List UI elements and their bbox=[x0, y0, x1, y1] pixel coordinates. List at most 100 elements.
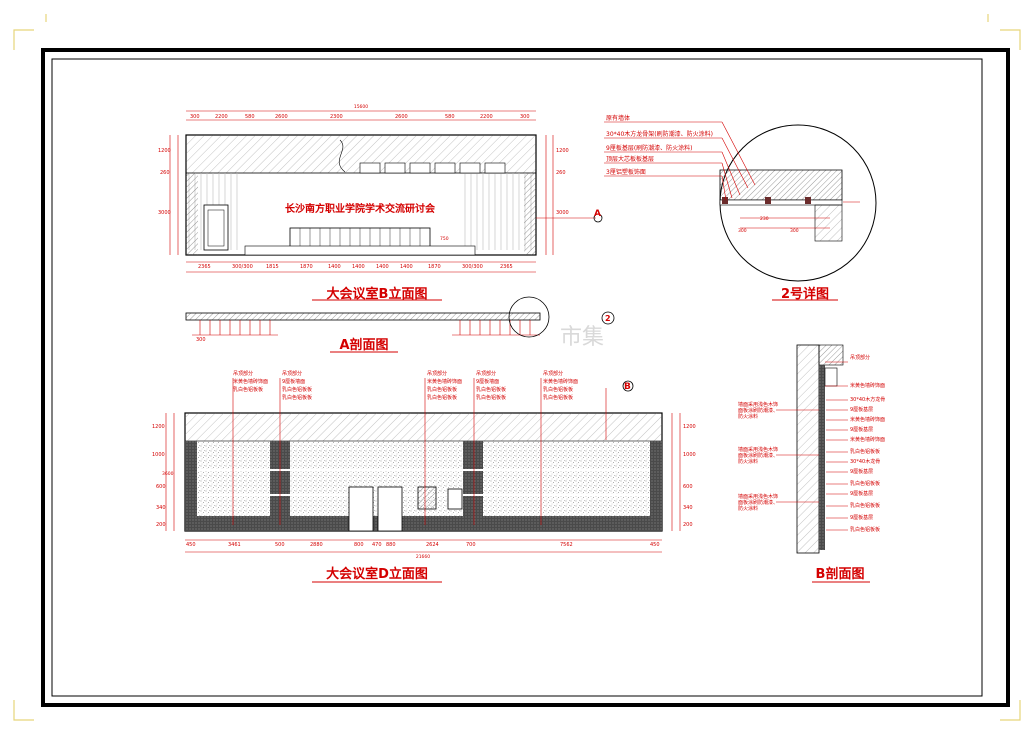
elev-b-dim-left-1: 1200 bbox=[158, 148, 171, 154]
elevation-d-callout-2-c: 乳白色铝板板 bbox=[282, 386, 312, 393]
elevation-d-callout-4-a: 吊顶部分 bbox=[476, 370, 496, 377]
elevation-d-callout-2-d: 乳白色铝板板 bbox=[282, 394, 312, 401]
elevation-d-callout-4-b: 9厘板墙面 bbox=[476, 378, 499, 385]
elevation-d-callout-4-d: 乳白色铝板板 bbox=[476, 394, 506, 401]
section-b-title: B剖面图 bbox=[816, 566, 865, 582]
section-b-note-10: 9厘板基层 bbox=[850, 469, 874, 475]
section-b-note-3: 30*40木方龙骨 bbox=[850, 397, 886, 403]
section-b bbox=[776, 344, 870, 583]
elev-b-dim-bottom-6: 1400 bbox=[352, 264, 365, 270]
elev-d-dim-4: 2880 bbox=[310, 542, 323, 548]
elevation-d-callout-1-b: 米黄色墙砖饰面 bbox=[233, 378, 268, 385]
elevation-d-callout-2-b: 9厘板墙面 bbox=[282, 378, 305, 385]
section-b-note-1: 吊顶部分 bbox=[850, 355, 871, 361]
elevation-d bbox=[165, 378, 681, 583]
elevation-d-callout-5-a: 吊顶部分 bbox=[543, 370, 563, 377]
elevation-d-callout-5-c: 乳白色铝板板 bbox=[543, 386, 573, 393]
elev-d-dim-3: 500 bbox=[275, 542, 285, 548]
elev-b-dim-bottom-11: 2365 bbox=[500, 264, 513, 270]
elev-b-dim-top-8: 2200 bbox=[480, 114, 493, 120]
section-a bbox=[185, 296, 615, 353]
elev-d-dim-9: 700 bbox=[466, 542, 476, 548]
elev-b-dim-top-2: 2200 bbox=[215, 114, 228, 120]
elev-b-dim-bottom-5: 1400 bbox=[328, 264, 341, 270]
outer-frame bbox=[41, 48, 1010, 707]
elev-d-dim-left-2: 1000 bbox=[152, 452, 165, 458]
elev-d-dim-10: 7562 bbox=[560, 542, 573, 548]
section-b-note-11: 乳白色铝板板 bbox=[850, 481, 881, 487]
section-b-left-note-2: 墙面采用浅色木饰面板涂刷防潮漆、防火涂料 bbox=[738, 447, 779, 465]
elev-b-dim-left-2: 260 bbox=[160, 170, 170, 176]
elev-d-dim-5: 800 bbox=[354, 542, 364, 548]
elev-b-dim-right-1: 1200 bbox=[556, 148, 569, 154]
elevation-b-title: 大会议室B立面图 bbox=[327, 286, 428, 302]
section-a-marker: 2 bbox=[605, 314, 611, 323]
elev-b-dim-top-6: 2600 bbox=[395, 114, 408, 120]
section-b-note-14: 9厘板基层 bbox=[850, 515, 874, 521]
elev-b-dim-bottom-1: 2365 bbox=[198, 264, 211, 270]
detail-2-dim-1: 300 bbox=[738, 228, 747, 234]
elev-b-dim-bottom-9: 1870 bbox=[428, 264, 441, 270]
elevation-d-height: 3600 bbox=[162, 471, 174, 477]
elev-b-dim-bottom-10: 300/300 bbox=[462, 264, 483, 270]
elevation-d-callout-2-a: 吊顶部分 bbox=[282, 370, 302, 377]
detail-2-title: 2号详图 bbox=[781, 286, 829, 302]
section-a-title: A剖面图 bbox=[339, 337, 388, 353]
section-b-note-2: 米黄色墙砖饰面 bbox=[850, 383, 886, 389]
elev-b-dim-bottom-3: 1815 bbox=[266, 264, 279, 270]
elevation-d-callout-3-b: 米黄色墙砖饰面 bbox=[427, 378, 462, 385]
elevation-b-top-dim: 15600 bbox=[354, 104, 368, 110]
elev-b-dim-top-1: 300 bbox=[190, 114, 200, 120]
elev-d-dim-right-2: 1000 bbox=[683, 452, 696, 458]
inner-frame bbox=[51, 58, 983, 697]
elev-b-dim-bottom-8: 1400 bbox=[400, 264, 413, 270]
elev-b-dim-bottom-2: 300/300 bbox=[232, 264, 253, 270]
elev-d-dim-left-1: 1200 bbox=[152, 424, 165, 430]
elev-d-dim-left-4: 340 bbox=[156, 505, 166, 511]
elev-b-dim-bottom-7: 1400 bbox=[376, 264, 389, 270]
elevation-b-small-dim: 750 bbox=[440, 236, 449, 242]
section-b-note-12: 9厘板基层 bbox=[850, 491, 874, 497]
elev-b-dim-top-4: 2600 bbox=[275, 114, 288, 120]
elev-d-dim-left-5: 200 bbox=[156, 522, 166, 528]
detail-2-note-2: 30*40木方龙骨架(刷防潮漆、防火涂料) bbox=[606, 130, 713, 138]
elevation-b-banner: 长沙南方职业学院学术交流研讨会 bbox=[285, 202, 435, 215]
elevation-d-callout-3-c: 乳白色铝板板 bbox=[427, 386, 457, 393]
elev-d-dim-1: 450 bbox=[186, 542, 196, 548]
elev-d-dim-right-5: 200 bbox=[683, 522, 693, 528]
elev-d-dim-right-4: 340 bbox=[683, 505, 693, 511]
elev-d-dim-6: 470 bbox=[372, 542, 382, 548]
elev-d-dim-right-3: 600 bbox=[683, 484, 693, 490]
elevation-d-callout-5-b: 米黄色墙砖饰面 bbox=[543, 378, 578, 385]
watermark: 市集 bbox=[560, 325, 604, 350]
detail-2-dim-3: 300 bbox=[790, 228, 799, 234]
elev-b-dim-right-3: 3000 bbox=[556, 210, 569, 216]
elev-b-dim-top-9: 300 bbox=[520, 114, 530, 120]
elev-d-dim-2: 3461 bbox=[228, 542, 241, 548]
elev-b-dim-top-7: 580 bbox=[445, 114, 455, 120]
elevation-b-marker: A bbox=[594, 209, 601, 219]
elev-d-dim-left-3: 600 bbox=[156, 484, 166, 490]
section-b-note-7: 米黄色墙砖饰面 bbox=[850, 437, 886, 443]
section-a-dim: 300 bbox=[196, 337, 206, 343]
detail-2-note-1: 原有墙体 bbox=[606, 114, 630, 122]
detail-2-note-4: 顶层大芯板板基层 bbox=[606, 155, 654, 163]
elevation-d-marker: B bbox=[624, 382, 631, 392]
section-b-left-note-3: 墙面采用浅色木饰面板涂刷防潮漆、防火涂料 bbox=[738, 494, 779, 512]
elev-b-dim-right-2: 260 bbox=[556, 170, 566, 176]
elevation-d-callout-4-c: 乳白色铝板板 bbox=[476, 386, 506, 393]
section-b-note-13: 乳白色铝板板 bbox=[850, 503, 881, 509]
section-b-note-6: 9厘板基层 bbox=[850, 427, 874, 433]
elev-d-dim-7: 880 bbox=[386, 542, 396, 548]
elev-b-dim-top-5: 2300 bbox=[330, 114, 343, 120]
section-b-note-15: 乳白色铝板板 bbox=[850, 527, 881, 533]
elev-d-dim-right-1: 1200 bbox=[683, 424, 696, 430]
elev-b-dim-left-3: 3000 bbox=[158, 210, 171, 216]
crop-marks bbox=[13, 14, 1021, 721]
detail-2-dim-2: 230 bbox=[760, 216, 769, 222]
elev-d-dim-11: 450 bbox=[650, 542, 660, 548]
detail-2 bbox=[604, 121, 877, 301]
elevation-d-callout-1-a: 吊顶部分 bbox=[233, 370, 253, 377]
section-b-note-5: 米黄色墙砖饰面 bbox=[850, 417, 886, 423]
